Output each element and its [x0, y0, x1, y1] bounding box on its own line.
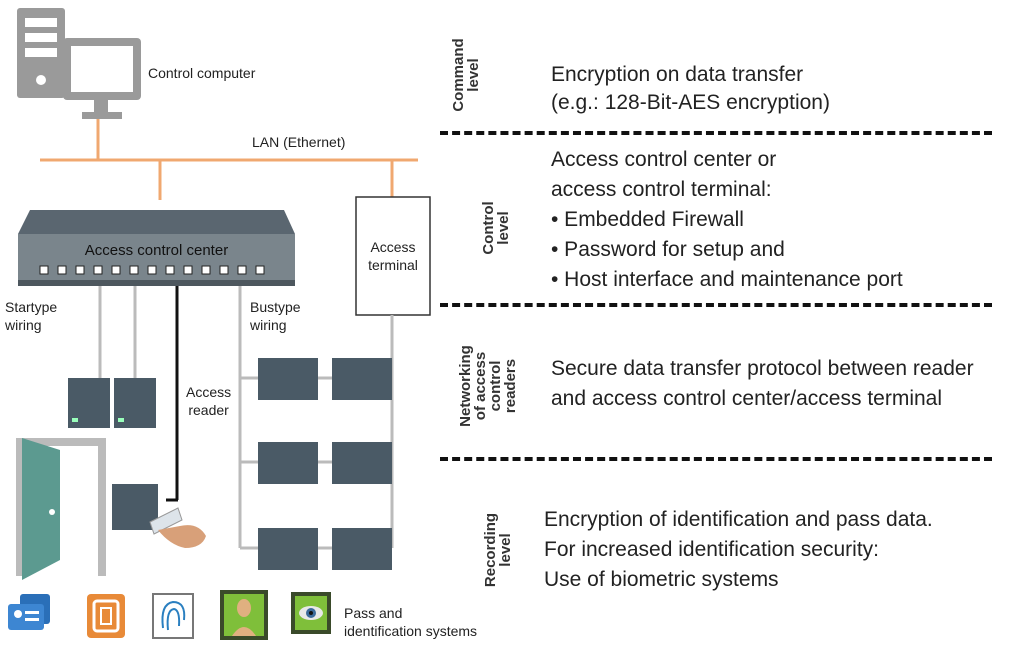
rfid-icon [87, 594, 125, 638]
computer-icon [17, 8, 141, 119]
access-control-center-label: Access control center [84, 242, 229, 259]
reader-device [332, 528, 392, 570]
lan-lines [40, 119, 418, 200]
port-leds [39, 265, 265, 275]
access-control-center-device [18, 210, 295, 286]
level-separator [440, 457, 992, 461]
access-readers [68, 358, 392, 570]
fingerprint-icon [152, 593, 194, 639]
reader-device [258, 528, 318, 570]
reader-device [68, 378, 110, 428]
door-icon [16, 438, 106, 580]
reader-device [332, 358, 392, 400]
level-separator [440, 131, 992, 135]
startype-wiring-lines [98, 286, 137, 378]
networking-level-text: Secure data transfer protocol between re… [551, 357, 974, 410]
recording-level-text: Encryption of identification and pass da… [544, 508, 933, 591]
reader-device [332, 442, 392, 484]
iris-scan-icon [291, 592, 331, 634]
reader-device [114, 378, 156, 428]
level-separator [440, 303, 992, 307]
card-reader-icon [8, 594, 50, 630]
control-level-text: Access control center or access control … [551, 148, 903, 291]
face-recognition-icon [220, 590, 268, 640]
lan-label: LAN (Ethernet) [252, 134, 346, 150]
control-computer-label: Control computer [148, 65, 256, 81]
hand-with-card-icon [149, 507, 206, 548]
reader-device [258, 442, 318, 484]
reader-device [258, 358, 318, 400]
bustype-wiring-lines [238, 286, 394, 550]
command-level-text: Encryption on data transfer (e.g.: 128-B… [551, 63, 830, 114]
